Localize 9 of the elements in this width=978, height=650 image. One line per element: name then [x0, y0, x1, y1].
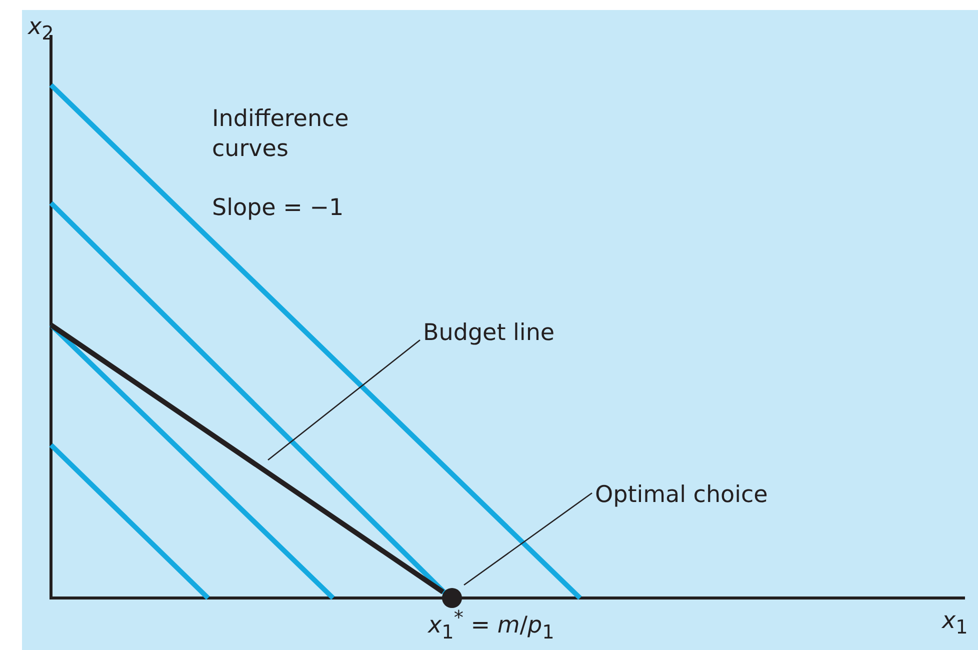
- point-label: Optimal choice: [595, 480, 768, 510]
- leader-line: [464, 492, 592, 586]
- annotation-text: Indifference curves: [212, 105, 350, 164]
- leader-line: [268, 340, 420, 460]
- slope-text: Slope = −1: [212, 194, 344, 223]
- quantity-label: x$_{1}$$^{*}$ = m/p$_{1}$: [428, 605, 554, 646]
- axis-label: x$_{1}$: [942, 607, 968, 641]
- line-label: Budget line: [423, 318, 555, 348]
- optimal-point: [442, 588, 462, 608]
